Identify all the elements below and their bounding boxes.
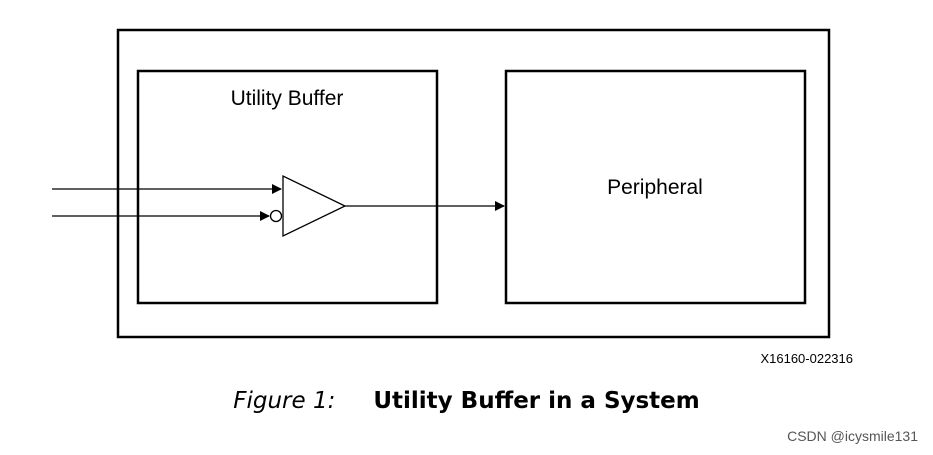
system-box: [116, 28, 831, 339]
peripheral-label: Peripheral: [607, 176, 703, 199]
figure-title: Utility Buffer in a System: [373, 388, 700, 414]
figure-number: Figure 1:: [233, 388, 336, 414]
peripheral-box: [504, 69, 807, 305]
buffer-triangle-symbol: [282, 174, 347, 238]
figure-caption: Figure 1: Utility Buffer in a System: [0, 388, 933, 414]
watermark: CSDN @icysmile131: [787, 428, 918, 444]
utility-buffer-box: [136, 69, 439, 305]
diagram-id-label: X16160-022316: [760, 351, 853, 366]
inversion-bubble: [269, 209, 283, 223]
utility-buffer-label: Utility Buffer: [231, 87, 344, 110]
